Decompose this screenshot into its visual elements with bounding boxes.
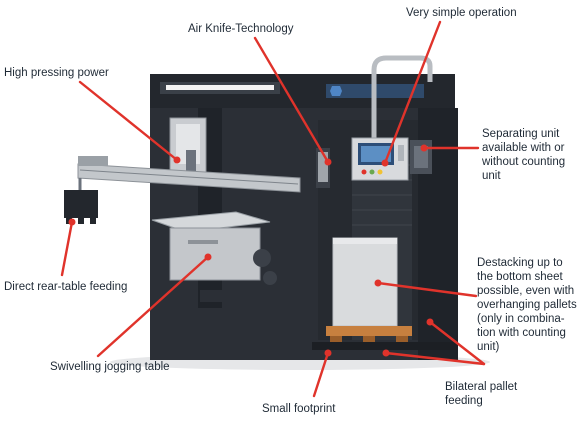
leader-destacking bbox=[376, 281, 478, 298]
leader-bilateral-2 bbox=[428, 320, 486, 366]
button-red bbox=[361, 169, 367, 175]
base-plate bbox=[312, 342, 458, 350]
jogging-wheel bbox=[253, 249, 271, 267]
label-bilateral: Bilateral pallet feeding bbox=[445, 381, 518, 407]
paper-stack bbox=[332, 237, 398, 327]
conveyor-end bbox=[78, 156, 108, 166]
label-air-knife: Air Knife-Technology bbox=[188, 23, 294, 35]
leader-swivelling bbox=[96, 255, 210, 358]
air-pipe bbox=[371, 55, 433, 140]
dot-swivelling bbox=[204, 253, 212, 261]
label-high-pressing: High pressing power bbox=[4, 67, 109, 79]
jogging-table-base bbox=[200, 290, 280, 302]
brand-logo-icon bbox=[330, 86, 342, 96]
dot-direct-rear-table bbox=[68, 218, 76, 226]
leader-very-simple-operation bbox=[383, 20, 442, 165]
label-small-footprint: Small footprint bbox=[262, 403, 336, 415]
dot-air-knife bbox=[324, 158, 332, 166]
label-destacking: Destacking up to the bottom sheet possib… bbox=[477, 257, 577, 353]
dot-small-footprint bbox=[324, 349, 332, 357]
control-side-strip bbox=[398, 145, 404, 161]
dot-very-simple-operation bbox=[381, 159, 389, 167]
dot-bilateral-1 bbox=[382, 349, 390, 357]
control-screen-display bbox=[361, 146, 391, 162]
leader-direct-rear-table bbox=[60, 220, 74, 277]
label-very-simple-operation: Very simple operation bbox=[406, 7, 517, 19]
leader-bilateral-1 bbox=[384, 351, 486, 366]
top-light-strip bbox=[166, 85, 274, 90]
button-yellow bbox=[377, 169, 383, 175]
jogging-table-box bbox=[169, 227, 261, 281]
dot-bilateral-2 bbox=[426, 318, 434, 326]
label-separating-unit: Separating unit available with or withou… bbox=[482, 128, 566, 182]
label-swivelling: Swivelling jogging table bbox=[50, 361, 170, 373]
leader-small-footprint bbox=[312, 351, 330, 398]
leader-air-knife bbox=[253, 36, 330, 164]
pallet bbox=[326, 326, 412, 336]
dot-separating-unit bbox=[420, 144, 428, 152]
leader-high-pressing bbox=[78, 80, 179, 162]
dot-high-pressing bbox=[173, 156, 181, 164]
dot-destacking bbox=[374, 279, 382, 287]
feed-conveyor bbox=[77, 163, 301, 193]
button-green bbox=[369, 169, 375, 175]
label-direct-rear-table: Direct rear-table feeding bbox=[4, 281, 128, 293]
